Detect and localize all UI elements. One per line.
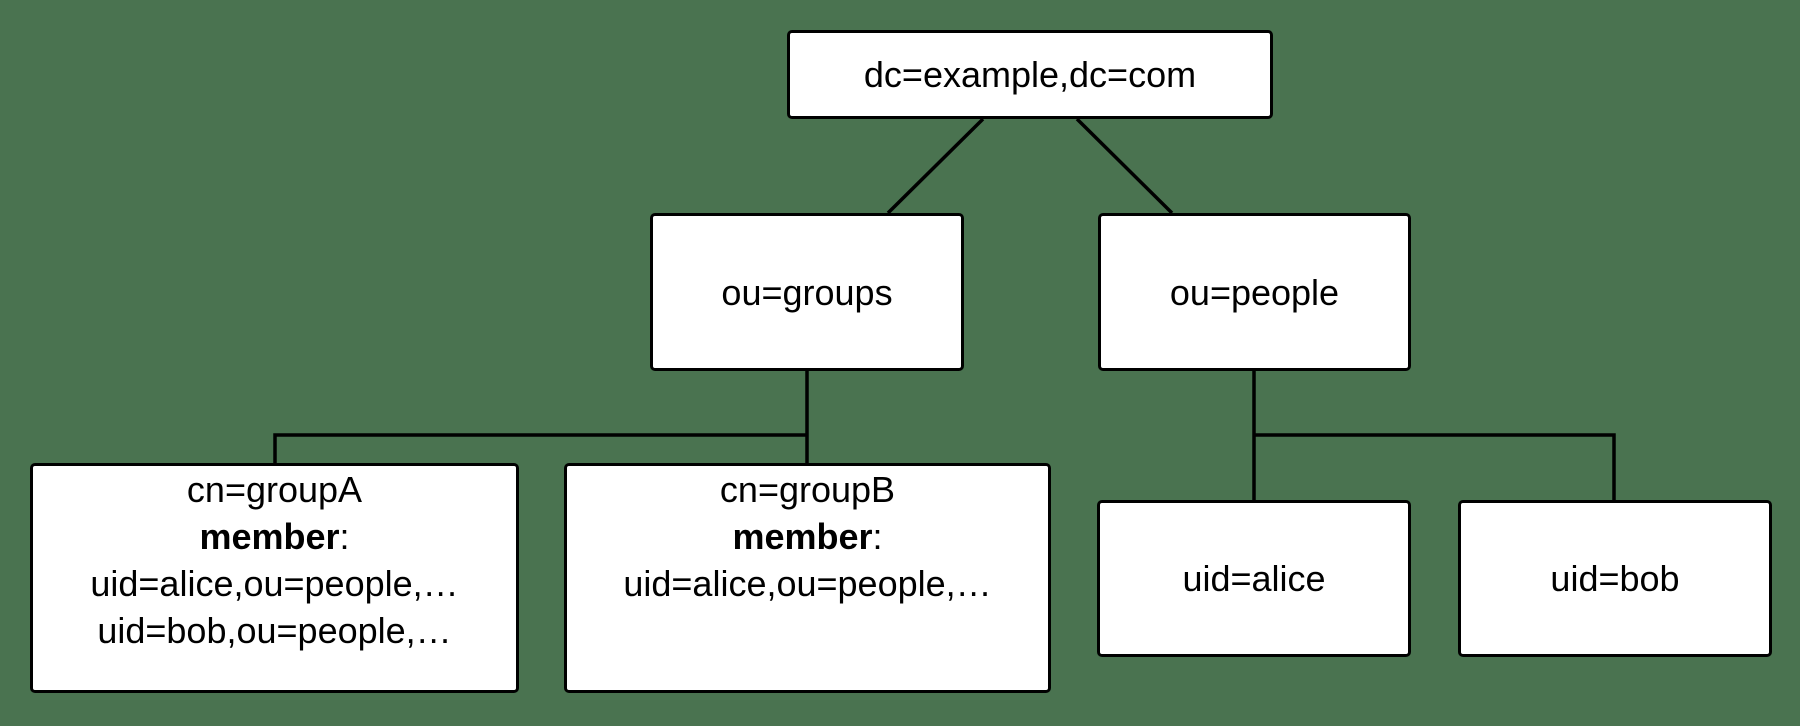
edge-groups-groupA [273,433,807,463]
node-label: dc=example,dc=com [863,54,1197,95]
attribute-key: member [732,516,873,557]
member-value: uid=alice,ou=people,… [90,563,459,604]
attribute-separator: : [872,516,883,557]
node-label: cn=groupB [719,469,896,510]
node-cn-groupB: cn=groupB member: uid=alice,ou=people,… [564,463,1051,693]
edge-root-groups [886,117,985,215]
attribute-key: member [199,516,340,557]
node-uid-bob: uid=bob [1458,500,1772,657]
member-value: uid=alice,ou=people,… [623,563,992,604]
node-label: ou=people [1169,271,1340,313]
edge-people-bob [1254,433,1616,500]
member-value: uid=bob,ou=people,… [97,610,452,651]
edge-root-people [1075,117,1174,215]
node-label: ou=groups [721,271,893,313]
node-ou-groups: ou=groups [650,213,964,371]
attribute-name: member: [732,513,882,560]
node-label: cn=groupA [186,469,363,510]
node-ou-people: ou=people [1098,213,1411,371]
attribute-name: member: [199,513,349,560]
node-label: uid=alice [1182,558,1326,599]
node-cn-groupA: cn=groupA member: uid=alice,ou=people,… … [30,463,519,693]
node-label: uid=bob [1550,558,1680,599]
node-root-dc-example-com: dc=example,dc=com [787,30,1273,119]
attribute-separator: : [339,516,350,557]
node-uid-alice: uid=alice [1097,500,1411,657]
